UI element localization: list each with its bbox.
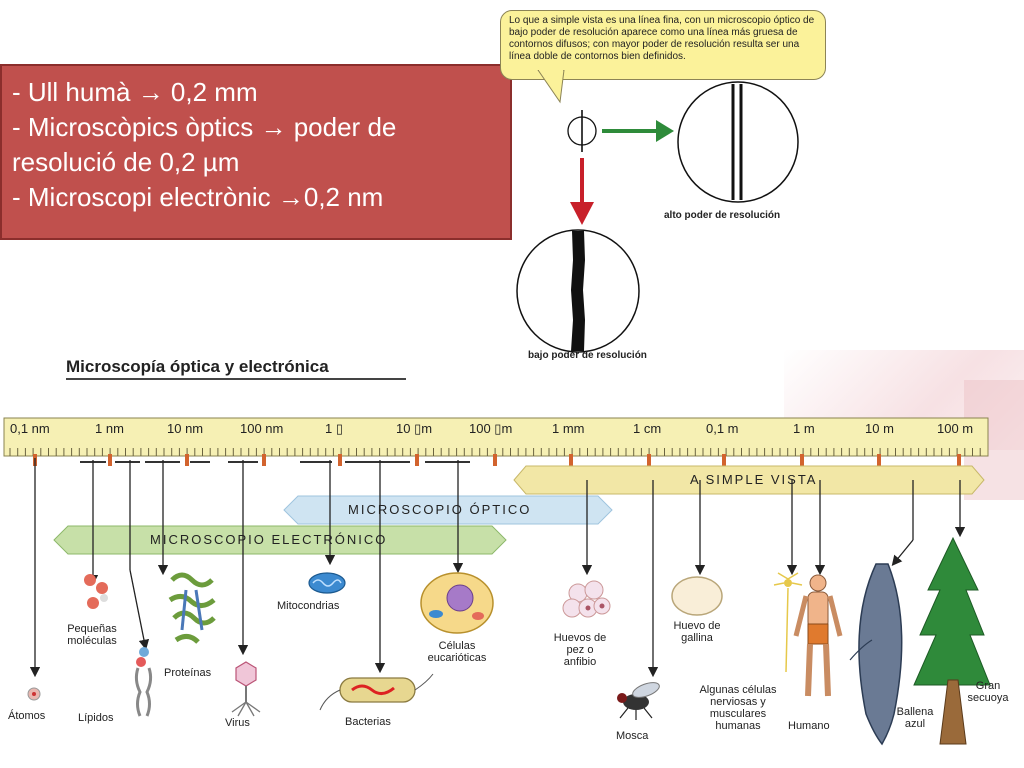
info-line-optical: - Microscòpics òptics → poder de — [12, 112, 397, 142]
label-human: Humano — [788, 720, 830, 732]
label-mitochondria: Mitocondrias — [277, 600, 340, 612]
resolution-info-box: - Ull humà → 0,2 mm - Microscòpics òptic… — [0, 64, 512, 240]
low-resolution-label: bajo poder de resolución — [528, 350, 647, 361]
label-lipids: Lípidos — [78, 712, 114, 724]
fish-eggs-icon — [562, 580, 611, 618]
label-atoms: Átomos — [8, 710, 46, 722]
label-sequoia: Gran secuoya — [967, 680, 1009, 704]
high-resolution-circle — [677, 81, 799, 203]
objects-illustration — [27, 458, 991, 746]
nerve-cell-icon — [773, 572, 803, 673]
sequoia-tree-icon — [913, 536, 991, 745]
label-proteins: Proteínas — [164, 667, 212, 679]
mitochondria-icon — [308, 572, 346, 594]
eukaryotic-cell-icon — [420, 572, 494, 634]
tick-label: 1 ▯ — [325, 421, 343, 436]
tick-label: 1 m — [793, 421, 815, 436]
tick-label: 1 nm — [95, 421, 124, 436]
virus-icon — [231, 661, 261, 717]
tick-label: 10 nm — [167, 421, 204, 436]
bacteria-icon — [319, 673, 434, 711]
small-view-circle — [567, 110, 597, 152]
info-line-electron: - Microscopi electrònic →0,2 nm — [12, 182, 384, 212]
tick-label: 0,1 nm — [10, 421, 50, 436]
label-blue-whale: Ballena azul — [896, 706, 934, 730]
tick-label: 1 mm — [552, 421, 585, 436]
red-arrow-icon — [570, 158, 594, 225]
protein-icon — [168, 572, 216, 644]
speech-bubble: Lo que a simple vista es una línea fina,… — [500, 10, 826, 80]
tick-label: 100 ▯m — [469, 421, 513, 436]
human-icon — [793, 574, 843, 697]
tick-label: 10 m — [865, 421, 894, 436]
whale-icon — [849, 563, 903, 746]
green-arrow-icon — [602, 120, 674, 142]
fly-icon — [617, 682, 660, 720]
info-line-eye: - Ull humà → 0,2 mm — [12, 77, 258, 107]
label-virus: Virus — [225, 717, 250, 729]
tick-label: 10 ▯m — [396, 421, 433, 436]
simple-vista-label: A SIMPLE VISTA — [690, 472, 818, 487]
size-scale-ruler — [3, 417, 989, 466]
range-bands — [53, 465, 985, 555]
label-nerve-muscle-cells: Algunas células nerviosas y musculares h… — [699, 684, 777, 732]
label-fly: Mosca — [616, 730, 649, 742]
lipid-icon — [134, 647, 153, 717]
label-small-molecules: Pequeñas moléculas — [67, 623, 117, 647]
label-fish-eggs: Huevos de pez o anfibio — [553, 632, 607, 668]
title-underline — [66, 378, 406, 380]
label-bacteria: Bacterias — [345, 716, 391, 728]
resolution-illustration — [516, 81, 799, 353]
low-resolution-circle — [516, 229, 640, 353]
microscopio-optico-band — [283, 495, 613, 525]
microscopio-electronico-band — [53, 525, 507, 555]
speech-bubble-tail — [537, 70, 565, 104]
high-resolution-label: alto poder de resolución — [664, 210, 781, 221]
label-chicken-egg: Huevo de gallina — [673, 620, 721, 644]
chicken-egg-icon — [671, 576, 723, 616]
small-molecules-icon — [84, 574, 108, 609]
tick-label: 0,1 m — [706, 421, 739, 436]
diagram-title: Microscopía óptica y electrónica — [66, 357, 329, 376]
microscopio-electronico-label: MICROSCOPIO ELECTRÓNICO — [150, 532, 388, 547]
simple-vista-band — [513, 465, 985, 495]
pointer-lines — [29, 458, 966, 678]
tick-label: 100 nm — [240, 421, 284, 436]
label-eukaryotic-cells: Células eucarióticas — [427, 640, 487, 664]
tick-label: 1 cm — [633, 421, 662, 436]
info-line-optical-cont: resolució de 0,2 µm — [12, 147, 240, 177]
microscopio-optico-label: MICROSCOPIO ÓPTICO — [348, 502, 532, 517]
atom-icon — [27, 687, 41, 701]
tick-label: 100 m — [937, 421, 974, 436]
